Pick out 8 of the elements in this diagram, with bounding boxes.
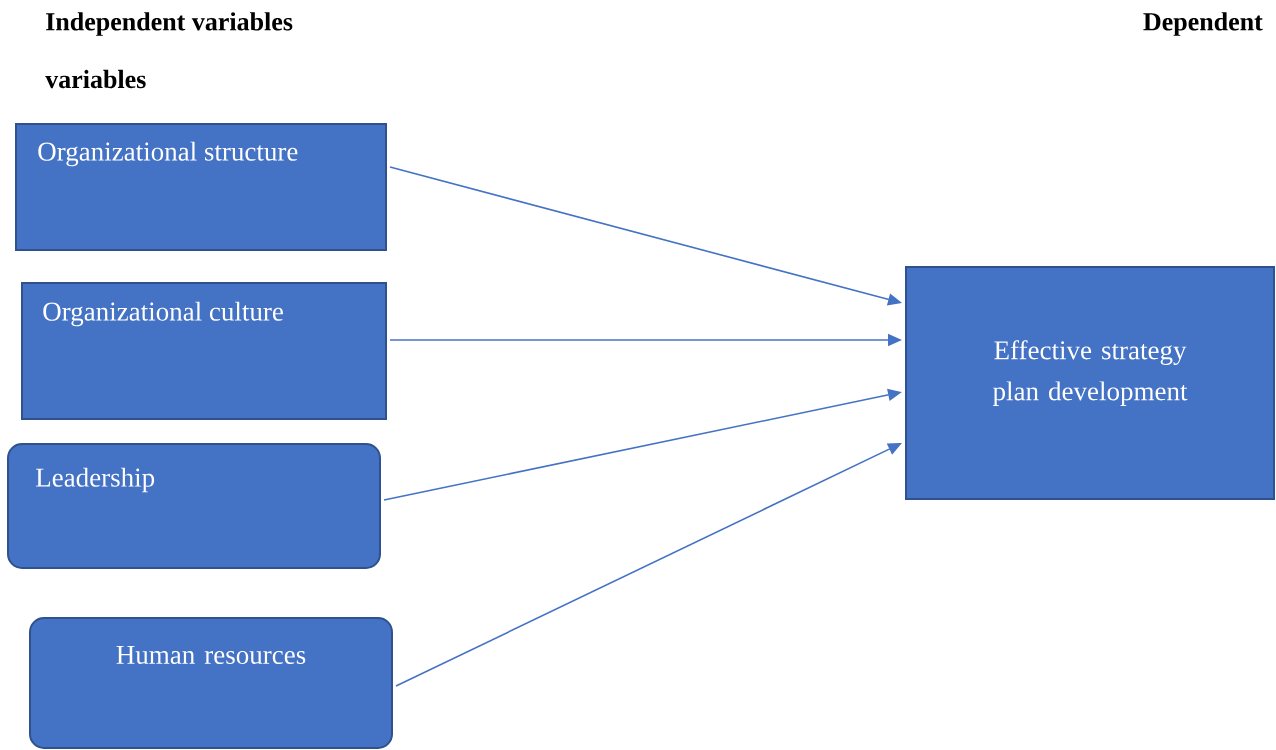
rounded-box: Human resources <box>29 617 393 749</box>
process-box: Organizational structure <box>15 123 387 251</box>
heading-text: Independent variables <box>46 12 293 36</box>
process-box: Organizational culture <box>21 282 387 420</box>
heading-text: variables <box>45 69 146 89</box>
rounded-box: Leadership <box>7 443 381 569</box>
process-box: Effective strategy plan development <box>905 266 1275 500</box>
heading-text: Dependent <box>1143 12 1263 36</box>
